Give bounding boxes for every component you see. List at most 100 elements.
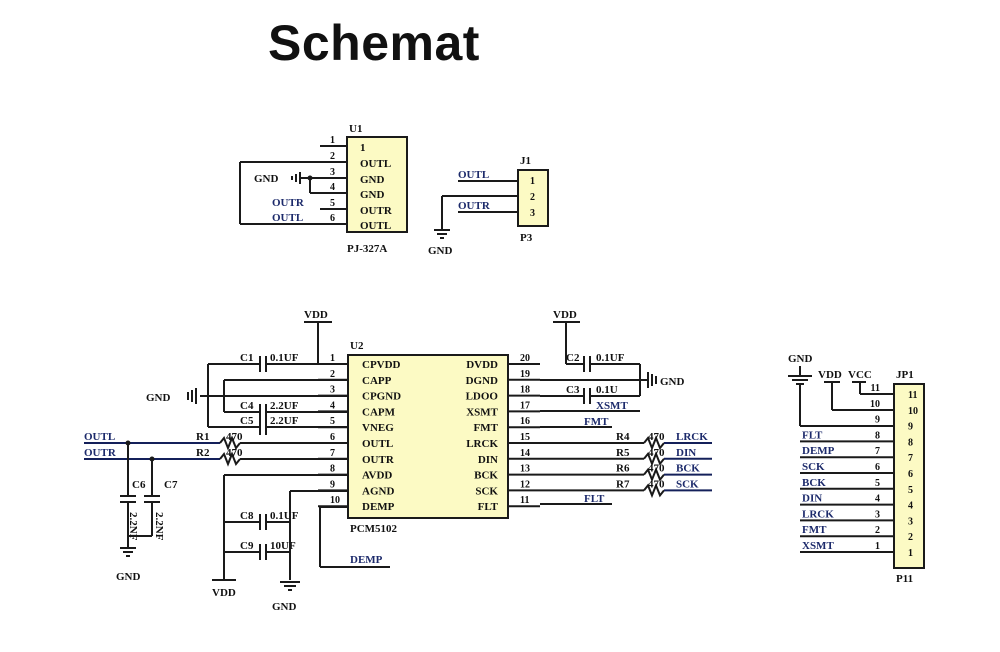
u2-pin-num: 7 <box>330 448 335 459</box>
u1-pin-name: OUTL <box>360 158 391 170</box>
j1-pin: 2 <box>530 192 535 203</box>
jp1-pin-num: 10 <box>908 406 918 417</box>
jp1-pin-num: 5 <box>875 478 880 489</box>
j1-ref: J1 <box>520 155 531 167</box>
vdd-label: VDD <box>212 587 236 599</box>
u1-pin-num: 5 <box>330 198 335 209</box>
c9-value: 10UF <box>270 540 296 552</box>
net-label: DIN <box>676 447 696 459</box>
c6-value: 2.2NF <box>127 512 139 541</box>
u2-pin-name: DGND <box>466 375 498 387</box>
u1-pin-name: GND <box>360 189 385 201</box>
j1-body <box>517 169 549 227</box>
resistor-ref: R4 <box>616 431 630 443</box>
j1-outr-label: OUTR <box>458 200 491 212</box>
jp1-net-label: BCK <box>802 477 826 489</box>
u2-pin-num: 14 <box>520 448 530 459</box>
c2-value: 0.1UF <box>596 352 625 364</box>
vcc-label: VCC <box>848 369 872 381</box>
outl-label: OUTL <box>84 431 115 443</box>
u2-pin-num: 2 <box>330 369 335 380</box>
u2-chip: U2 PCM5102 1CPVDD2CAPP3CPGND4CAPM5VNEG6O… <box>318 340 540 535</box>
u2-pin-name: CPGND <box>362 391 401 403</box>
jp1-pin-num: 8 <box>908 437 913 448</box>
u1-pin-num: 3 <box>330 167 335 178</box>
net-label: BCK <box>676 463 700 475</box>
u1-gnd-label: GND <box>254 173 279 185</box>
u2-pin-name: DVDD <box>466 359 498 371</box>
gnd-label: GND <box>788 353 813 365</box>
r2-value: 470 <box>226 447 243 459</box>
u2-pin-name: DIN <box>478 454 498 466</box>
jp1-pin-num: 1 <box>908 548 913 559</box>
jp1-pin-num: 3 <box>875 509 880 520</box>
jp1-pin-num: 11 <box>871 383 880 394</box>
vdd-label: VDD <box>553 309 577 321</box>
u1-pin-num: 4 <box>330 182 335 193</box>
jp1-net-label: LRCK <box>802 508 834 520</box>
u1-pin-name: 1 <box>360 142 366 154</box>
jp1-pin-num: 9 <box>908 422 913 433</box>
jp1-net-label: FLT <box>802 429 823 441</box>
c3-value: 0.1U <box>596 384 618 396</box>
r1-label: R1 <box>196 431 209 443</box>
u2-pin-name: SCK <box>475 485 498 497</box>
c5-value: 2.2UF <box>270 415 299 427</box>
u1-pin-name: OUTR <box>360 205 393 217</box>
net-label: LRCK <box>676 431 708 443</box>
u1-pin-name: GND <box>360 174 385 186</box>
jp1-pin-num: 11 <box>908 390 917 401</box>
resistor-value: 470 <box>648 447 665 459</box>
u2-pin-num: 12 <box>520 479 530 490</box>
j1-outl-label: OUTL <box>458 169 489 181</box>
vdd-label: VDD <box>818 369 842 381</box>
gnd-label: GND <box>660 376 685 388</box>
jp1-pin-num: 7 <box>908 453 913 464</box>
flt-label: FLT <box>584 493 605 505</box>
u2-pin-name: LRCK <box>466 438 498 450</box>
u2-pin-num: 3 <box>330 385 335 396</box>
u2-right-pins: 20DVDD19DGND18LDOO17XSMT16FMT15LRCK14DIN… <box>466 353 540 513</box>
u1-pin-num: 1 <box>330 135 335 146</box>
gnd-label: GND <box>116 571 141 583</box>
u2-pin-name: AGND <box>362 485 394 497</box>
c6-label: C6 <box>132 479 146 491</box>
jp1-pins: 111110109988FLT77DEMP66SCK55BCK44DIN33LR… <box>800 383 918 559</box>
u2-part: PCM5102 <box>350 523 398 535</box>
u2-pin-name: LDOO <box>466 391 499 403</box>
jp1-part: P11 <box>896 573 913 585</box>
u1-part: PJ-327A <box>347 243 387 255</box>
u1-outr-label: OUTR <box>272 197 305 209</box>
net-label: SCK <box>676 478 699 490</box>
u1-pin-num: 2 <box>330 151 335 162</box>
u2-pin-name: DEMP <box>362 501 395 513</box>
jp1-pin-num: 6 <box>908 469 913 480</box>
j1-connector: J1 P3 1 2 3 OUTL OUTR GND <box>428 155 549 257</box>
u2-pin-name: VNEG <box>362 422 394 434</box>
u2-pin-num: 4 <box>330 400 335 411</box>
resistor-ref: R5 <box>616 447 630 459</box>
jp1-net-label: XSMT <box>802 540 834 552</box>
resistor-ref: R7 <box>616 478 630 490</box>
u2-pin-name: CAPP <box>362 375 392 387</box>
j1-pin: 3 <box>530 208 535 219</box>
u1-body <box>346 136 408 233</box>
jp1-net-label: DEMP <box>802 445 835 457</box>
jp1-pin-num: 8 <box>875 430 880 441</box>
jp1-body <box>893 383 925 569</box>
demp-label: DEMP <box>350 554 383 566</box>
jp1-net-label: DIN <box>802 493 822 505</box>
u2-pin-num: 17 <box>520 400 530 411</box>
gnd-label: GND <box>146 392 171 404</box>
jp1-pin-num: 2 <box>908 532 913 543</box>
r1-value: 470 <box>226 431 243 443</box>
resistor-body <box>643 435 665 451</box>
j1-part: P3 <box>520 232 533 244</box>
u2-body <box>347 354 509 519</box>
c5-label: C5 <box>240 415 254 427</box>
jp1-pin-num: 7 <box>875 446 880 457</box>
u2-pin-num: 8 <box>330 464 335 475</box>
jp1-pin-num: 3 <box>908 516 913 527</box>
